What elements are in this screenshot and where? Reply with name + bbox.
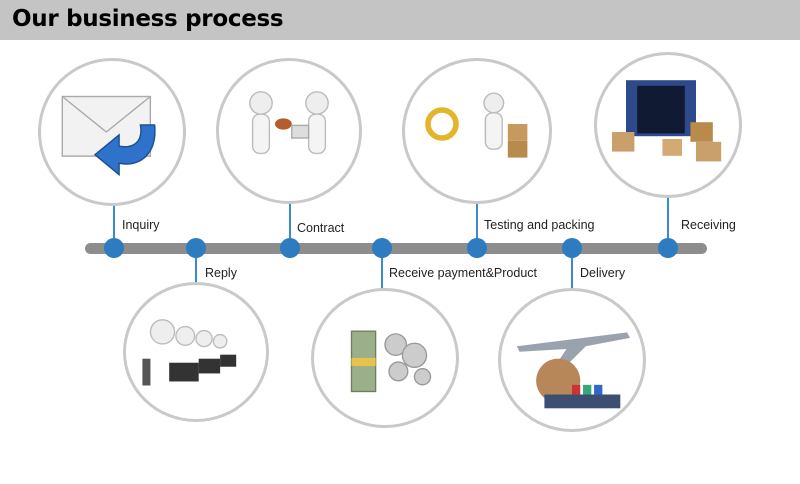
connector-line [113, 205, 115, 243]
connector-line [381, 254, 383, 290]
step-dot-receiving [658, 238, 678, 258]
step-dot-inquiry [104, 238, 124, 258]
step-dot-testing [467, 238, 487, 258]
step-label-testing: Testing and packing [484, 218, 595, 232]
connector-line [289, 200, 291, 243]
receiving-image [594, 52, 742, 198]
step-dot-payment [372, 238, 392, 258]
call-center-icon [142, 319, 237, 386]
connector-line [667, 195, 669, 243]
step-dot-delivery [562, 238, 582, 258]
connector-line [195, 254, 197, 284]
delivery-image [498, 288, 646, 432]
connector-line [476, 200, 478, 243]
step-dot-reply [186, 238, 206, 258]
money-gears-icon [350, 330, 432, 393]
contract-image [216, 58, 362, 204]
envelope-reply-icon [61, 95, 156, 177]
page-title: Our business process [12, 6, 284, 32]
inspection-packing-icon [425, 92, 528, 158]
container-boxes-icon [612, 80, 722, 162]
airplane-ship-globe-icon [516, 332, 630, 409]
testing-packing-image [402, 58, 552, 204]
step-label-receiving: Receiving [681, 218, 736, 232]
contract-handshake-icon [249, 91, 329, 155]
step-label-inquiry: Inquiry [122, 218, 160, 232]
connector-line [571, 254, 573, 292]
reply-image [123, 282, 269, 422]
header-bar: Our business process [0, 0, 800, 40]
payment-product-image [311, 288, 459, 428]
step-label-reply: Reply [205, 266, 237, 280]
timeline-bar [85, 243, 707, 254]
step-dot-contract [280, 238, 300, 258]
step-label-payment: Receive payment&Product [389, 266, 537, 280]
step-label-delivery: Delivery [580, 266, 626, 280]
step-label-contract: Contract [297, 221, 345, 235]
inquiry-image [38, 58, 186, 206]
